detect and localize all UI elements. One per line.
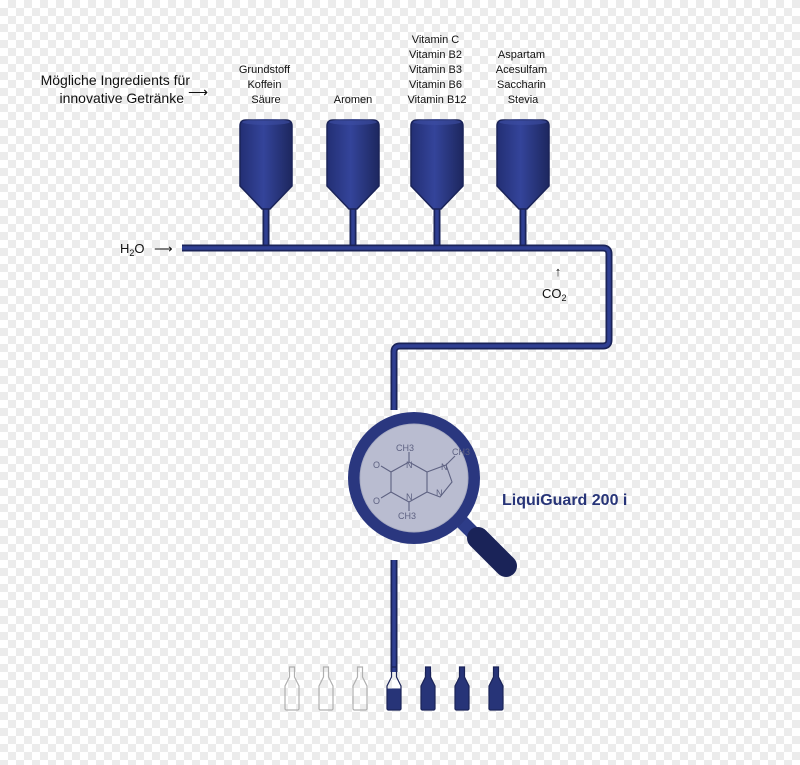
bottle-liquid: [489, 667, 503, 710]
water-symbol: H: [120, 241, 129, 256]
intro-line-2: innovative Getränke: [59, 90, 184, 106]
molecule-methyl-label-top: CH3: [396, 443, 414, 453]
bottle-outline: [284, 666, 300, 711]
molecule-carbonyl-bottom: [380, 491, 392, 499]
molecule-five-ring: [426, 464, 453, 498]
molecule-atom-n-right: N: [441, 462, 448, 472]
silo-label-1-line: Säure: [251, 94, 280, 106]
bottle-outline: [420, 666, 436, 711]
bottle-icon: [352, 666, 368, 711]
silo-tank-4: [496, 119, 550, 245]
bottle-outline: [318, 666, 334, 711]
water-symbol-rest: O: [134, 241, 144, 256]
caffeine-molecule-icon: [380, 452, 456, 511]
bottle-icon: [284, 666, 300, 711]
molecule-atom-n-ring: N: [436, 488, 443, 498]
molecule-carbonyl-top: [380, 465, 392, 473]
silo-label-1-line: Koffein: [247, 79, 281, 91]
bottle-icon: [488, 666, 504, 711]
silo-label-1: Grundstoff Koffein Säure: [239, 64, 293, 106]
molecule-atom-o-top: O: [373, 460, 380, 470]
water-subscript: 2: [129, 248, 134, 258]
silo-body: [410, 119, 464, 210]
bottle-icon: [386, 666, 402, 711]
silo-label-4-line: Aspartam: [498, 49, 545, 61]
silo-label-3-line: Vitamin C: [412, 34, 460, 46]
bottle-outline: [454, 666, 470, 711]
water-arrow-icon: ⟶: [154, 241, 173, 256]
bottle-outline: [488, 666, 504, 711]
bottle-liquid: [387, 688, 401, 710]
molecule-methyl-label-bottom: CH3: [398, 511, 416, 521]
silo-rim: [242, 119, 290, 125]
bottle-icon: [454, 666, 470, 711]
silo-label-3: Vitamin C Vitamin B2 Vitamin B3 Vitamin …: [407, 34, 466, 106]
product-name-label: LiquiGuard 200 i: [502, 492, 627, 509]
co2-subscript: 2: [562, 293, 567, 303]
bottle-icon: [318, 666, 334, 711]
silo-label-4: Aspartam Acesulfam Saccharin Stevia: [496, 49, 550, 106]
bottles-group: [284, 666, 504, 711]
bottle-liquid: [421, 667, 435, 710]
bottle-icon: [420, 666, 436, 711]
silo-label-3-line: Vitamin B6: [409, 79, 462, 91]
silo-label-3-line: Vitamin B12: [407, 94, 466, 106]
magnifier-icon: [348, 412, 517, 577]
silo-label-4-line: Saccharin: [497, 79, 546, 91]
silo-label-3-line: Vitamin B3: [409, 64, 462, 76]
silo-rim: [413, 119, 461, 125]
silo-label-4-line: Stevia: [508, 94, 539, 106]
silo-body: [496, 119, 550, 210]
silos-group: [239, 119, 550, 245]
magnifier-handle: [467, 527, 517, 577]
magnifier-lens: [359, 423, 469, 533]
main-pipe-highlight: [182, 246, 611, 410]
co2-input-label: CO2: [542, 286, 567, 303]
silo-label-2: Aromen: [334, 94, 373, 106]
intro-arrow-icon: ⟶: [188, 84, 208, 100]
silo-body: [239, 119, 293, 210]
molecule-methyl-right: [445, 455, 456, 466]
silo-label-4-line: Acesulfam: [496, 64, 547, 76]
intro-line-1: Mögliche Ingredients für: [41, 72, 191, 88]
silo-label-1-line: Grundstoff: [239, 64, 291, 76]
silo-label-3-line: Vitamin B2: [409, 49, 462, 61]
silo-tank-2: [326, 119, 380, 245]
silo-label-2-line: Aromen: [334, 94, 373, 106]
silo-rim: [329, 119, 377, 125]
silo-tank-3: [410, 119, 464, 245]
silo-body: [326, 119, 380, 210]
water-input-label: H2O: [120, 241, 145, 258]
silo-rim: [499, 119, 547, 125]
molecule-atom-n-top: N: [406, 460, 413, 470]
co2-arrow-icon: ↑: [555, 264, 562, 279]
bottle-outline: [352, 666, 368, 711]
silo-tank-1: [239, 119, 293, 245]
molecule-atom-o-bottom: O: [373, 496, 380, 506]
bottle-outline: [386, 666, 402, 711]
bottle-liquid: [455, 667, 469, 710]
co2-symbol: CO: [542, 286, 562, 301]
molecule-atom-n-bottom: N: [406, 492, 413, 502]
molecule-methyl-label-right: CH3: [452, 447, 470, 457]
